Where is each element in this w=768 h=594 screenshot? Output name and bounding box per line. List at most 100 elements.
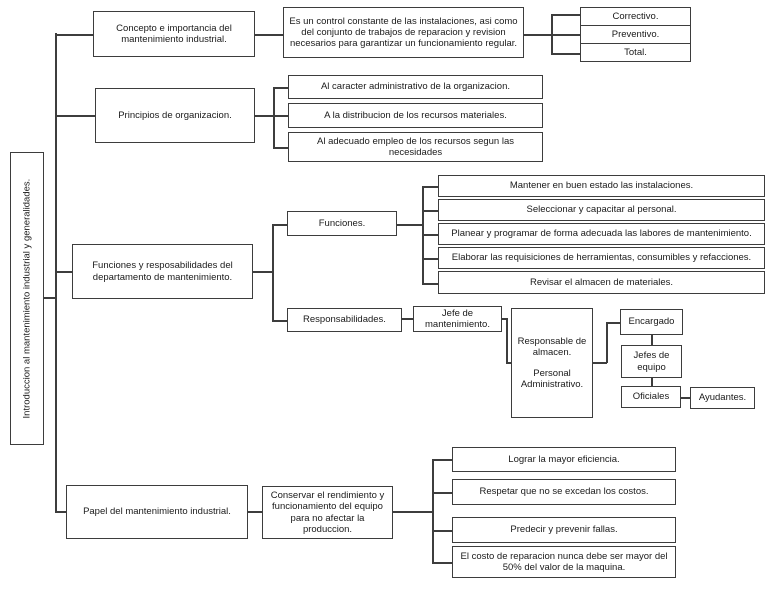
connector [273, 147, 288, 149]
connector [56, 34, 93, 36]
node-oficiales-label: Oficiales [632, 391, 670, 403]
connector-trunk [55, 33, 57, 513]
principio-2-label: A la distribucion de los recursos materi… [324, 109, 507, 121]
node-funcion-3: Planear y programar de forma adecuada la… [438, 223, 765, 245]
node-papel-definition-label: Conservar el rendimiento y funcionamient… [270, 490, 385, 535]
node-ayudantes: Ayudantes. [690, 387, 755, 409]
connector [551, 14, 580, 16]
node-principio-2: A la distribucion de los recursos materi… [288, 103, 543, 128]
node-tipos-mantenimiento: Correctivo. Preventivo. Total. [580, 7, 691, 62]
node-funciones-responsabilidades: Funciones y resposabilidades del departa… [72, 244, 253, 299]
personal-administrativo-label: Personal Administrativo. [520, 367, 584, 390]
connector [44, 297, 57, 299]
tipo-correctivo-label: Correctivo. [612, 10, 659, 22]
node-encargado-label: Encargado [628, 316, 675, 328]
principio-1-label: Al caracter administrativo de la organiz… [320, 81, 511, 93]
node-funciones-responsabilidades-label: Funciones y resposabilidades del departa… [92, 260, 233, 283]
root-title-label: Introduccion al mantenimiento industrial… [21, 178, 33, 419]
node-jefe-mantenimiento-label: Jefe de mantenimiento. [425, 307, 490, 330]
funcion-4-label: Elaborar las requisiciones de herramient… [451, 252, 752, 264]
papel-item-1-label: Lograr la mayor eficiencia. [508, 453, 620, 465]
tipo-total-label: Total. [624, 46, 647, 58]
connector [56, 271, 72, 273]
connector [681, 397, 690, 399]
connector [402, 318, 413, 320]
connector [255, 34, 283, 36]
connector [56, 115, 95, 117]
papel-item-2-label: Respetar que no se excedan los costos. [479, 486, 649, 498]
connector [432, 562, 452, 564]
node-funcion-4: Elaborar las requisiciones de herramient… [438, 247, 765, 269]
connector [506, 318, 508, 363]
node-principio-3: Al adecuado empleo de los recursos segun… [288, 132, 543, 162]
node-jefes-equipo: Jefes de equipo [621, 345, 682, 378]
connector [397, 224, 422, 226]
connector [56, 511, 66, 513]
node-tipo-preventivo: Preventivo. [581, 26, 690, 44]
connector [272, 320, 287, 322]
node-ayudantes-label: Ayudantes. [698, 392, 747, 404]
connector-split [272, 224, 274, 321]
connector [248, 511, 262, 513]
connector [606, 322, 608, 363]
connector [422, 186, 438, 188]
connector [506, 362, 511, 364]
principio-3-label: Al adecuado empleo de los recursos segun… [317, 135, 514, 158]
node-funcion-1: Mantener en buen estado las instalacione… [438, 175, 765, 197]
funcion-1-label: Mantener en buen estado las instalacione… [509, 180, 694, 192]
connector [551, 53, 580, 55]
node-papel: Papel del mantenimiento industrial. [66, 485, 248, 539]
funcion-2-label: Seleccionar y capacitar al personal. [526, 204, 677, 216]
connector [273, 87, 288, 89]
node-concepto-definition: Es un control constante de las instalaci… [283, 7, 524, 58]
node-papel-item-1: Lograr la mayor eficiencia. [452, 447, 676, 472]
tipo-preventivo-label: Preventivo. [611, 28, 660, 40]
connector [502, 318, 507, 320]
node-papel-label: Papel del mantenimiento industrial. [83, 506, 231, 518]
node-principio-1: Al caracter administrativo de la organiz… [288, 75, 543, 99]
connector [432, 492, 452, 494]
node-funciones-label: Funciones. [318, 217, 366, 229]
connector [422, 258, 438, 260]
connector [422, 210, 438, 212]
funcion-5-label: Revisar el almacen de materiales. [529, 276, 674, 288]
connector [593, 362, 607, 364]
node-funcion-5: Revisar el almacen de materiales. [438, 271, 765, 294]
connector [273, 115, 288, 117]
node-responsable-almacen: Responsable de almacen. Personal Adminis… [511, 308, 593, 418]
connector-bracket [273, 87, 275, 148]
connector [651, 335, 653, 345]
connector [432, 459, 452, 461]
node-concepto: Concepto e importancia del mantenimiento… [93, 11, 255, 57]
node-responsabilidades: Responsabilidades. [287, 308, 402, 332]
node-oficiales: Oficiales [621, 386, 681, 408]
connector-bracket [551, 14, 553, 54]
node-tipo-correctivo: Correctivo. [581, 8, 690, 26]
node-principios: Principios de organizacion. [95, 88, 255, 143]
node-concepto-label: Concepto e importancia del mantenimiento… [116, 22, 232, 45]
node-concepto-definition-label: Es un control constante de las instalaci… [289, 15, 518, 50]
node-papel-definition: Conservar el rendimiento y funcionamient… [262, 486, 393, 539]
papel-item-4-label: El costo de reparacion nunca debe ser ma… [460, 550, 668, 573]
node-root-title: Introduccion al mantenimiento industrial… [10, 152, 44, 445]
funcion-3-label: Planear y programar de forma adecuada la… [451, 228, 752, 240]
connector [253, 271, 272, 273]
connector [422, 283, 438, 285]
node-jefe-mantenimiento: Jefe de mantenimiento. [413, 306, 502, 332]
node-encargado: Encargado [620, 309, 683, 335]
connector [272, 224, 287, 226]
connector [393, 511, 432, 513]
responsable-almacen-label: Responsable de almacen. [517, 336, 587, 359]
node-principios-label: Principios de organizacion. [118, 109, 232, 121]
node-responsabilidades-label: Responsabilidades. [303, 314, 386, 326]
node-papel-item-3: Predecir y prevenir fallas. [452, 517, 676, 543]
connector [422, 234, 438, 236]
node-papel-item-2: Respetar que no se excedan los costos. [452, 479, 676, 505]
node-funciones: Funciones. [287, 211, 397, 236]
connector-bracket [432, 459, 434, 563]
node-papel-item-4: El costo de reparacion nunca debe ser ma… [452, 546, 676, 578]
connector [432, 530, 452, 532]
connector [606, 322, 620, 324]
node-tipo-total: Total. [581, 44, 690, 61]
